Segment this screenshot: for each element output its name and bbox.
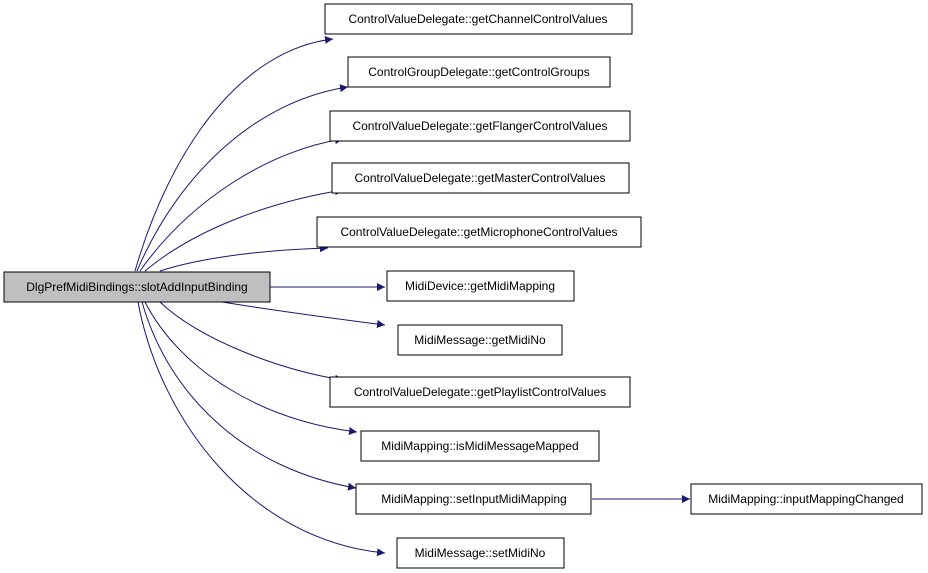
node-callee[interactable]: MidiDevice::getMidiMapping bbox=[386, 270, 575, 302]
node-label: ControlValueDelegate::getMasterControlVa… bbox=[354, 171, 605, 185]
edge-root-n5 bbox=[159, 244, 329, 272]
edge-root-n3 bbox=[139, 136, 344, 272]
node-callee[interactable]: ControlValueDelegate::getMasterControlVa… bbox=[331, 162, 630, 194]
node-secondary[interactable]: MidiMapping::inputMappingChanged bbox=[690, 483, 923, 515]
edge-root-n8 bbox=[159, 301, 344, 383]
node-label: ControlValueDelegate::getMicrophoneContr… bbox=[340, 225, 617, 239]
node-label: MidiMapping::isMidiMessageMapped bbox=[381, 439, 578, 453]
node-callee[interactable]: MidiMapping::isMidiMessageMapped bbox=[360, 430, 600, 462]
node-label: MidiMapping::inputMappingChanged bbox=[708, 492, 903, 506]
node-callee[interactable]: ControlValueDelegate::getMicrophoneContr… bbox=[316, 216, 642, 248]
node-label: ControlValueDelegate::getChannelControlV… bbox=[348, 12, 607, 26]
node-label: MidiDevice::getMidiMapping bbox=[405, 279, 555, 293]
edge-root-n1 bbox=[134, 35, 334, 272]
edge-root-n4 bbox=[144, 187, 344, 272]
edge-root-n10 bbox=[141, 301, 357, 491]
node-callee[interactable]: MidiMessage::setMidiNo bbox=[396, 537, 565, 569]
nodes: DlgPrefMidiBindings::slotAddInputBinding… bbox=[3, 3, 923, 569]
node-callee[interactable]: ControlValueDelegate::getPlaylistControl… bbox=[329, 376, 631, 408]
edge-root-n11 bbox=[137, 301, 386, 557]
node-label: DlgPrefMidiBindings::slotAddInputBinding bbox=[26, 280, 247, 294]
edge-root-n9 bbox=[144, 301, 358, 435]
node-callee[interactable]: ControlGroupDelegate::getControlGroups bbox=[347, 56, 611, 88]
edge-root-n7 bbox=[209, 299, 386, 328]
node-callee[interactable]: ControlValueDelegate::getChannelControlV… bbox=[324, 3, 633, 35]
node-label: MidiMessage::setMidiNo bbox=[415, 546, 546, 560]
edges bbox=[134, 35, 690, 557]
node-label: ControlValueDelegate::getFlangerControlV… bbox=[352, 119, 607, 133]
edge-root-n2 bbox=[136, 84, 349, 272]
node-root[interactable]: DlgPrefMidiBindings::slotAddInputBinding bbox=[3, 271, 271, 303]
node-callee[interactable]: MidiMessage::getMidiNo bbox=[397, 324, 563, 356]
node-label: ControlGroupDelegate::getControlGroups bbox=[368, 65, 589, 79]
node-callee[interactable]: ControlValueDelegate::getFlangerControlV… bbox=[329, 110, 631, 142]
node-label: MidiMapping::setInputMidiMapping bbox=[381, 492, 566, 506]
node-label: ControlValueDelegate::getPlaylistControl… bbox=[354, 385, 606, 399]
node-callee[interactable]: MidiMapping::setInputMidiMapping bbox=[355, 483, 592, 515]
node-label: MidiMessage::getMidiNo bbox=[414, 333, 546, 347]
